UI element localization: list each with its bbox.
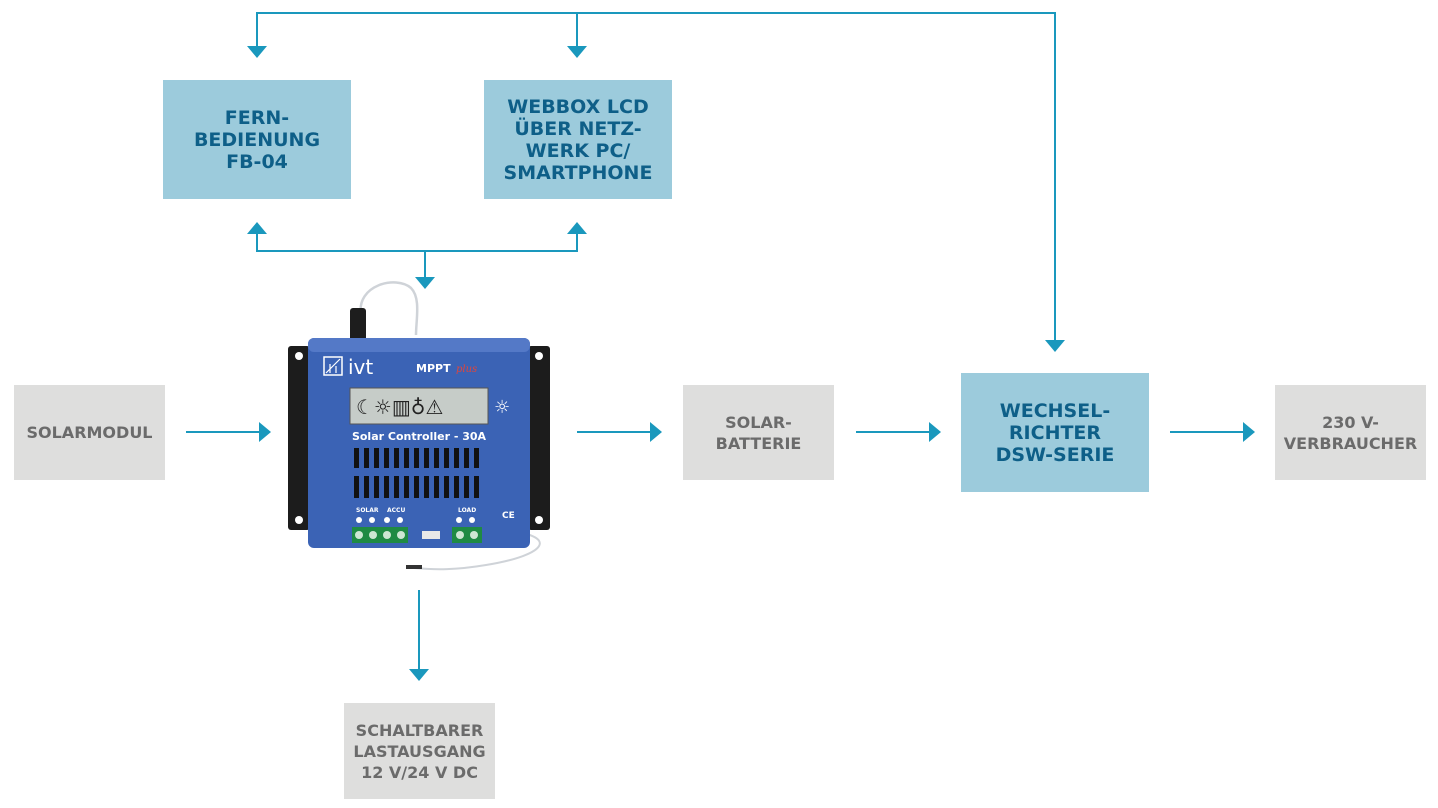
bracket-hole [295,352,303,360]
lcd-display [349,387,489,425]
lower-bus-line [256,250,578,252]
consumer-label: 230 V- VERBRAUCHER [1283,412,1418,453]
arrowhead-right-consumer [1243,422,1255,442]
accu-terminal-label: ACCU [387,507,405,514]
lower-bus-up-remote [256,232,258,251]
arrowhead-down-webbox [567,46,587,58]
model-text: MPPT [416,362,451,375]
solar-battery-box: SOLAR- BATTERIE [683,385,834,480]
data-cable [359,281,419,336]
bus-drop-webbox [576,12,578,48]
right-bracket [528,346,550,530]
fuse [422,531,440,539]
arrowhead-up-webbox [567,222,587,234]
arrowhead-down-remote [247,46,267,58]
terminal-screws [355,531,478,539]
sun-icon: ☼ [494,397,510,418]
arrowhead-down-inverter [1045,340,1065,352]
arrowhead-right-battery [650,422,662,442]
vent-slots [354,448,479,498]
consumer-box: 230 V- VERBRAUCHER [1275,385,1426,480]
inverter-box: WECHSEL- RICHTER DSW-SERIE [961,373,1149,492]
solar-terminal-label: SOLAR [356,507,379,514]
load-terminal-block [452,527,482,543]
lcd-icons: ☾☼▥♁⚠ [356,395,443,419]
arrowhead-down-controller [415,277,435,289]
remote-control-box: FERN- BEDIENUNG FB-04 [163,80,351,199]
ivt-logo-lines [325,358,341,374]
solar-module-box: SOLARMODUL [14,385,165,480]
bus-drop-inverter [1054,12,1056,342]
model-suffix-text: plus [456,364,477,375]
arrowhead-up-remote [247,222,267,234]
inverter-label: WECHSEL- RICHTER DSW-SERIE [995,399,1115,466]
arrow-solar-to-controller [186,431,260,433]
brand-text: ivt [348,355,373,379]
switchable-load-box: SCHALTBARER LASTAUSGANG 12 V/24 V DC [344,703,495,799]
solar-battery-label: SOLAR- BATTERIE [715,412,802,453]
bracket-hole [295,516,303,524]
controller-top-edge [308,338,530,352]
lower-bus-down-controller [424,251,426,279]
left-bracket [288,346,310,530]
controller-name-text: Solar Controller - 30A [352,430,487,443]
arrowhead-down-load [409,669,429,681]
solar-controller-device: ivt MPPT plus ☾☼▥♁⚠ ☼ Solar Controller -… [288,281,550,571]
arrowhead-right-inverter [929,422,941,442]
bracket-hole [535,516,543,524]
arrowhead-right-controller [259,422,271,442]
solar-module-label: SOLARMODUL [26,423,153,442]
webbox-label: WEBBOX LCD ÜBER NETZ- WERK PC/ SMARTPHON… [503,95,653,184]
terminal-indicators [356,517,475,523]
top-bus-line [256,12,1056,14]
ce-mark: CE [502,511,515,521]
load-terminal-label: LOAD [458,507,476,514]
webbox-box: WEBBOX LCD ÜBER NETZ- WERK PC/ SMARTPHON… [484,80,672,199]
bus-drop-remote [256,12,258,48]
switchable-load-label: SCHALTBARER LASTAUSGANG 12 V/24 V DC [353,720,486,782]
remote-control-label: FERN- BEDIENUNG FB-04 [193,106,321,173]
bracket-hole [535,352,543,360]
arrow-battery-to-inverter [856,431,930,433]
lower-bus-up-webbox [576,232,578,251]
arrow-inverter-to-consumer [1170,431,1244,433]
arrow-controller-to-battery [577,431,651,433]
sensor-cable [413,529,541,571]
solar-accu-terminal-block [352,527,408,543]
sensor-tip [406,565,422,569]
arrow-controller-to-load [418,590,420,670]
ivt-logo-mark [323,356,343,376]
